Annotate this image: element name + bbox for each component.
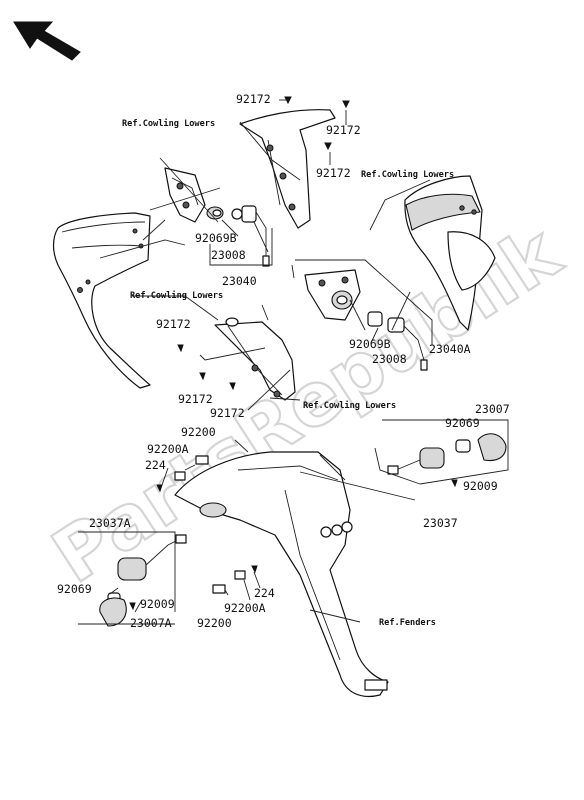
label-92069-left: 92069 [57, 582, 92, 596]
label-23037a: 23037A [89, 516, 131, 530]
right-signal-bracket [304, 269, 361, 321]
ref-cowling-lowers-3: Ref.Cowling Lowers [130, 290, 223, 301]
rear-fender [174, 451, 389, 697]
label-23007: 23007 [475, 402, 510, 416]
label-92172-right1: 92172 [326, 123, 361, 137]
label-92200-bottom: 92200 [197, 616, 232, 630]
label-23008-left: 23008 [211, 248, 246, 262]
label-92172-low1: 92172 [178, 392, 213, 406]
lower-cowling-bracket [214, 317, 296, 401]
label-92200a-bottom: 92200A [224, 601, 266, 615]
label-92172-right2: 92172 [316, 166, 351, 180]
label-224-bottom: 224 [254, 586, 275, 600]
front-direction-arrow-icon [13, 21, 81, 61]
label-23040a: 23040A [429, 342, 471, 356]
right-signal-bulb [367, 311, 383, 327]
left-signal-bulb [231, 205, 257, 223]
left-signal-socket-wire [255, 211, 270, 267]
ref-cowling-lowers-2: Ref.Cowling Lowers [361, 169, 454, 180]
label-23008-right: 23008 [372, 352, 407, 366]
left-cowling-panel [52, 212, 151, 389]
label-23040: 23040 [222, 274, 257, 288]
label-92069b-left: 92069B [195, 231, 237, 245]
ref-cowling-lowers-1: Ref.Cowling Lowers [122, 118, 215, 129]
right-signal-lens [331, 290, 353, 310]
ref-cowling-lowers-4: Ref.Cowling Lowers [303, 400, 396, 411]
label-23007a: 23007A [130, 616, 172, 630]
label-92009-right: 92009 [463, 479, 498, 493]
label-92172-mid: 92172 [156, 317, 191, 331]
leader-lines [78, 99, 509, 625]
left-signal-lens [206, 206, 224, 220]
label-92172-top: 92172 [236, 92, 271, 106]
label-92172-low2: 92172 [210, 406, 245, 420]
label-92069b-right: 92069B [349, 337, 391, 351]
rear-right-signal-lens [477, 433, 507, 462]
reference-labels: Ref.Cowling Lowers Ref.Cowling Lowers Re… [122, 118, 454, 628]
part-labels: 92172 92172 92172 92069B 23008 23040 921… [57, 92, 510, 630]
label-224-top: 224 [145, 458, 166, 472]
ref-fenders: Ref.Fenders [379, 618, 436, 628]
label-92200a-top: 92200A [147, 442, 189, 456]
small-hardware [129, 96, 458, 611]
right-signal-socket [387, 317, 428, 371]
upper-cowling-bracket [239, 109, 336, 229]
left-signal-bracket [164, 167, 206, 223]
rear-right-signal-housing [387, 447, 445, 475]
label-92200-top: 92200 [181, 425, 216, 439]
rear-left-signal-lens [99, 597, 127, 627]
label-92069-right: 92069 [445, 416, 480, 430]
label-92009-left: 92009 [140, 597, 175, 611]
rear-right-signal-bulb [455, 439, 471, 453]
right-cowling-panel [404, 175, 496, 331]
label-23037: 23037 [423, 516, 458, 530]
